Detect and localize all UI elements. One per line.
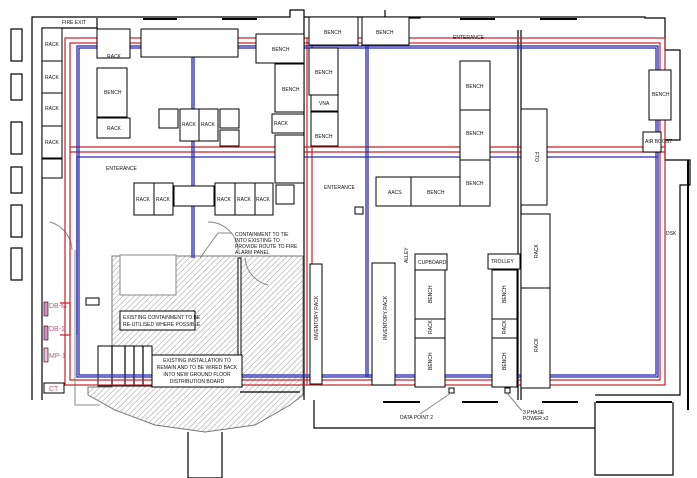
db-m-label: DB-M bbox=[49, 303, 67, 310]
svg-text:REMAIN AND TO BE WIRED BACK: REMAIN AND TO BE WIRED BACK bbox=[157, 365, 238, 371]
svg-text:BENCH: BENCH bbox=[466, 131, 484, 137]
inventory-rack-label: INVENTORY RACK bbox=[314, 295, 320, 340]
svg-text:INTO NEW GROUND FLOOR: INTO NEW GROUND FLOOR bbox=[163, 372, 231, 378]
svg-text:CONTAINMENT TO TIE: CONTAINMENT TO TIE bbox=[235, 232, 289, 238]
svg-text:RACK: RACK bbox=[237, 197, 252, 203]
containment-tie-note: CONTAINMENT TO TIE INTO EXISTING TO PROV… bbox=[235, 232, 298, 256]
svg-text:BENCH: BENCH bbox=[315, 70, 333, 76]
desk-label: DSK bbox=[666, 231, 677, 237]
existing-containment-box bbox=[119, 310, 196, 331]
svg-text:RE-UTILISED WHERE POSSIBLE: RE-UTILISED WHERE POSSIBLE bbox=[123, 322, 201, 328]
blue-containment-route bbox=[76, 45, 659, 378]
fire-exit-label: FIRE EXIT bbox=[62, 20, 86, 26]
svg-text:BENCH: BENCH bbox=[428, 352, 434, 370]
mp-1-label: MP-1 bbox=[49, 353, 66, 360]
svg-text:RACK: RACK bbox=[45, 75, 60, 81]
three-phase-label: 3 PHASE bbox=[523, 410, 545, 416]
air-booster-label: AIR BOOST bbox=[645, 139, 672, 145]
svg-text:RACK: RACK bbox=[45, 140, 60, 146]
entrance-label: ENTERANCE bbox=[324, 185, 356, 191]
rack-label: RACK bbox=[534, 337, 540, 352]
existing-installation-area bbox=[49, 221, 304, 478]
fto-label: FTO bbox=[533, 152, 539, 162]
existing-installation-box bbox=[151, 354, 243, 388]
three-phase-label: POWER x2 bbox=[523, 416, 549, 422]
rack-label: RACK bbox=[534, 243, 540, 258]
windows bbox=[10, 28, 23, 281]
svg-text:BENCH: BENCH bbox=[428, 285, 434, 303]
svg-text:BENCH: BENCH bbox=[324, 30, 342, 36]
svg-text:BENCH: BENCH bbox=[502, 285, 508, 303]
svg-text:RACK: RACK bbox=[45, 106, 60, 112]
data-point-label: DATA POINT 2 bbox=[400, 415, 433, 421]
vna-label: VNA bbox=[319, 101, 330, 107]
existing-containment-note: EXISTING CONTAINMENT TO BE RE-UTILISED W… bbox=[123, 315, 201, 328]
aacs-label: AACS bbox=[388, 190, 402, 196]
distribution-boards bbox=[43, 301, 65, 394]
svg-text:RACK: RACK bbox=[45, 42, 60, 48]
svg-text:RACK: RACK bbox=[256, 197, 271, 203]
svg-text:BENCH: BENCH bbox=[466, 181, 484, 187]
svg-text:RACK: RACK bbox=[136, 197, 151, 203]
svg-text:RACK: RACK bbox=[502, 319, 508, 334]
svg-text:BENCH: BENCH bbox=[652, 92, 670, 98]
svg-text:BENCH: BENCH bbox=[466, 84, 484, 90]
aisle-labels: BENCH RACK BENCH BENCH RACK BENCH bbox=[428, 285, 508, 370]
trolley-label: TROLLEY bbox=[491, 259, 514, 265]
svg-text:RACK: RACK bbox=[182, 122, 197, 128]
inventory-rack-label: INVENTORY RACK bbox=[383, 295, 389, 340]
svg-text:BENCH: BENCH bbox=[427, 190, 445, 196]
svg-text:BENCH: BENCH bbox=[376, 30, 394, 36]
entrance-label: ENTERANCE bbox=[453, 35, 485, 41]
svg-text:BENCH: BENCH bbox=[282, 87, 300, 93]
ct-label: CT bbox=[49, 386, 59, 393]
svg-text:EXISTING CONTAINMENT TO BE: EXISTING CONTAINMENT TO BE bbox=[123, 315, 201, 321]
svg-text:RACK: RACK bbox=[107, 54, 122, 60]
svg-text:BENCH: BENCH bbox=[104, 90, 122, 96]
svg-text:PROVIDE ROUTE TO FIRE: PROVIDE ROUTE TO FIRE bbox=[235, 244, 298, 250]
svg-text:RACK: RACK bbox=[274, 121, 289, 127]
svg-text:RACK: RACK bbox=[428, 319, 434, 334]
svg-text:RACK: RACK bbox=[217, 197, 232, 203]
db-1-label: DB-1 bbox=[49, 326, 65, 333]
existing-installation-note: EXISTING INSTALLATION TO REMAIN AND TO B… bbox=[157, 358, 238, 385]
svg-text:BENCH: BENCH bbox=[502, 352, 508, 370]
svg-text:EXISTING INSTALLATION TO: EXISTING INSTALLATION TO bbox=[163, 358, 231, 364]
svg-text:ALARM PANEL: ALARM PANEL bbox=[235, 250, 270, 256]
rack-labels: RACK RACK RACK RACK RACK RACK RACK RACK RACK R… bbox=[45, 42, 289, 203]
alley-label: ALLEY bbox=[404, 247, 410, 263]
svg-text:BENCH: BENCH bbox=[272, 47, 290, 53]
furniture bbox=[41, 16, 672, 394]
entrance-label: ENTERANCE bbox=[106, 166, 138, 172]
svg-text:INTO EXISTING TO: INTO EXISTING TO bbox=[235, 238, 280, 244]
svg-text:BENCH: BENCH bbox=[315, 134, 333, 140]
bench-labels: BENCH BENCH BENCH BENCH BENCH BENCH BENCH BE… bbox=[104, 30, 670, 196]
svg-text:RACK: RACK bbox=[201, 122, 216, 128]
cupboard-label: CUPBOARD bbox=[418, 260, 447, 266]
svg-text:DISTRIBUTION BOARD: DISTRIBUTION BOARD bbox=[170, 379, 225, 385]
svg-text:RACK: RACK bbox=[107, 126, 122, 132]
svg-text:RACK: RACK bbox=[156, 197, 171, 203]
